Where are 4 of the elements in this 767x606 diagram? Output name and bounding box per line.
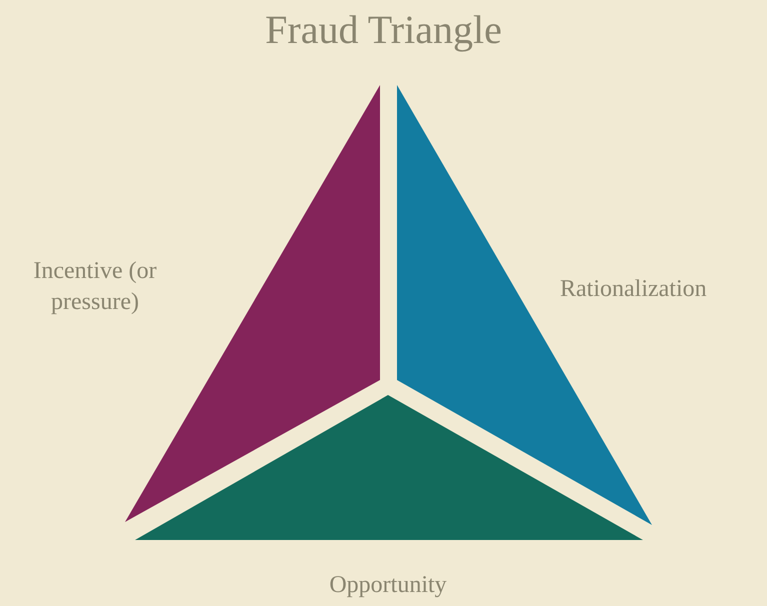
side-label: Incentive (or pressure) — [32, 257, 158, 318]
side-label: Rationalization — [560, 275, 708, 304]
side-label: Opportunity — [328, 571, 448, 600]
diagram-title: Fraud Triangle — [264, 6, 503, 54]
